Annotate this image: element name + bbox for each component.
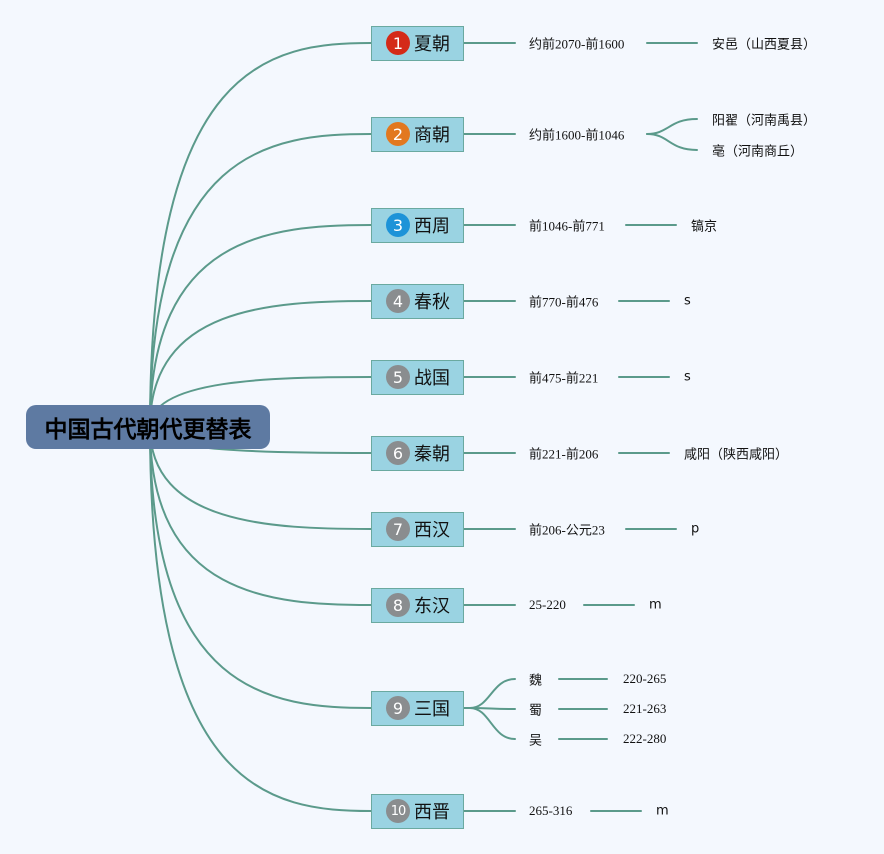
branch-line-3 — [149, 224, 372, 428]
kingdom-name: 蜀 — [529, 703, 543, 719]
branch-line-9 — [149, 426, 372, 709]
dynasty-name: 三国 — [414, 699, 450, 720]
dynasty-name: 春秋 — [414, 292, 450, 313]
dynasty-name: 战国 — [414, 368, 450, 389]
branch-line-10 — [149, 426, 372, 812]
dynasty-name: 夏朝 — [414, 34, 450, 55]
branch-line-1 — [149, 42, 372, 428]
kingdom-name: 魏 — [529, 673, 543, 689]
kingdom-period: 222-280 — [623, 731, 667, 746]
kingdom-period: 221-263 — [623, 701, 667, 716]
period-text: 前770-前476 — [529, 294, 599, 310]
number-badge-icon: 4 — [386, 289, 410, 313]
period-text: 25-220 — [529, 597, 566, 612]
number-badge-icon: 9 — [386, 696, 410, 720]
capital-text: m — [656, 803, 669, 819]
period-text: 265-316 — [529, 803, 573, 818]
capital-text: 咸阳（陕西咸阳） — [684, 447, 789, 463]
capital-text: 亳（河南商丘） — [712, 144, 804, 160]
dynasty-name: 西汉 — [414, 520, 450, 541]
capital-text: 安邑（山西夏县） — [712, 37, 817, 53]
kingdom-period: 220-265 — [623, 671, 667, 686]
root-topic[interactable]: 中国古代朝代更替表 — [26, 405, 270, 449]
period-text: 前206-公元23 — [529, 522, 605, 538]
capital-connector-2-0 — [646, 118, 698, 135]
period-text: 约前1600-前1046 — [529, 127, 625, 143]
number-badge-icon: 3 — [386, 213, 410, 237]
number-badge-icon: 6 — [386, 441, 410, 465]
period-text: 前475-前221 — [529, 370, 599, 386]
capital-text: p — [691, 521, 700, 537]
dynasty-name: 东汉 — [414, 596, 450, 617]
capital-text: m — [649, 597, 662, 613]
capital-connector-2-1 — [646, 133, 698, 151]
dynasty-name: 秦朝 — [414, 444, 450, 465]
kingdom-branch-0 — [463, 678, 516, 709]
dynasty-name: 商朝 — [414, 125, 450, 146]
number-badge-icon: 2 — [386, 122, 410, 146]
dynasty-name: 西周 — [414, 216, 450, 237]
period-text: 前1046-前771 — [529, 218, 605, 234]
number-badge-icon: 10 — [386, 799, 410, 823]
number-badge-icon: 5 — [386, 365, 410, 389]
branch-line-2 — [149, 133, 372, 428]
kingdom-name: 吴 — [529, 733, 543, 749]
kingdom-branch-2 — [463, 707, 516, 740]
branch-line-8 — [149, 426, 372, 606]
capital-text: s — [684, 369, 691, 385]
number-badge-icon: 8 — [386, 593, 410, 617]
branch-line-4 — [149, 300, 372, 428]
capital-text: s — [684, 293, 691, 309]
dynasty-name: 西晋 — [414, 802, 450, 823]
branch-line-7 — [149, 426, 372, 530]
period-text: 约前2070-前1600 — [529, 36, 625, 52]
period-text: 前221-前206 — [529, 446, 599, 462]
capital-text: 镐京 — [691, 219, 718, 235]
root-title: 中国古代朝代更替表 — [44, 417, 252, 443]
number-badge-icon: 7 — [386, 517, 410, 541]
number-badge-icon: 1 — [386, 31, 410, 55]
capital-text: 阳翟（河南禹县） — [712, 113, 817, 129]
